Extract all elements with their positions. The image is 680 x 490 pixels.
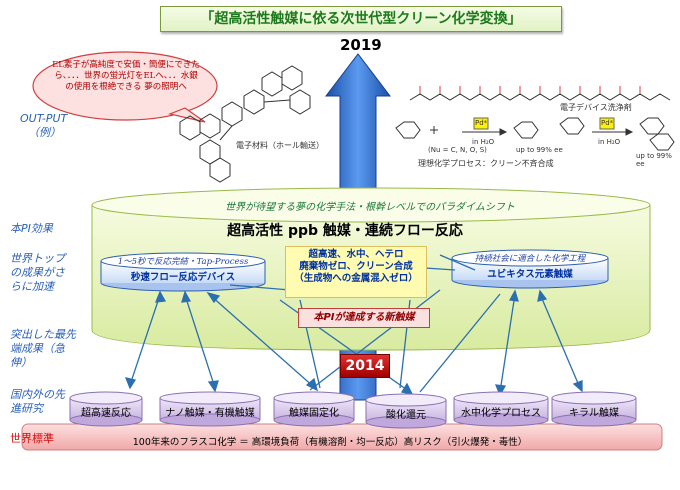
right-box-shape	[451, 249, 609, 289]
main-heading: 超高活性 ppb 触媒・連続フロー反応	[227, 223, 463, 239]
pill-top-text: 世界が待望する夢の化学手法・根幹レベルでのパラダイムシフト	[225, 202, 515, 213]
left-box-line1: 1〜5秒で反応完結・Tap-Process	[117, 257, 249, 267]
polymer-chain	[409, 86, 671, 101]
label-standard: 世界標準	[10, 432, 54, 445]
disc-label-4: 水中化学プロセス	[461, 408, 541, 419]
reaction-scheme-2	[559, 117, 675, 151]
year-2014-badge: 2014	[340, 354, 390, 378]
label-outstanding: 突出した最先端成果（急伸）	[10, 328, 76, 369]
caption-ee-1: up to 99% ee	[516, 146, 563, 154]
pd-badge-1	[473, 117, 489, 130]
disc-shapes	[69, 391, 637, 429]
center-box-line3: （生成物への金属混入ゼロ）	[294, 273, 418, 284]
right-box-line2: ユビキタス元素触媒	[487, 269, 573, 280]
pd-label-1: Pd*	[475, 119, 488, 127]
caption-electronic-material: 電子材料（ホール輸送）	[236, 141, 324, 150]
title-banner: 「超高活性触媒に依る次世代型クリーン化学変換」	[160, 6, 562, 32]
caption-ideal-process: 理想化学プロセス：クリーン不斉合成	[418, 159, 554, 168]
new-catalyst-label: 本PIが達成する新触媒	[298, 308, 430, 328]
caption-nu: (Nu = C, N, O, S)	[428, 146, 487, 154]
bottom-bar-text: 100年来のフラスコ化学 ＝ 高環境負荷（有機溶剤・均一反応）高リスク（引火爆発…	[132, 437, 528, 448]
year-2019: 2019	[340, 36, 382, 54]
label-output: OUT-PUT	[20, 112, 68, 125]
center-box: 超高速、水中、ヘテロ 廃棄物ゼロ、クリーン合成 （生成物への金属混入ゼロ）	[285, 246, 427, 298]
disc-label-2: 触媒固定化	[289, 408, 339, 419]
pd-badge-2	[599, 117, 615, 130]
disc-label-1: ナノ触媒・有機触媒	[165, 408, 255, 419]
caption-ee-2: up to 99% ee	[636, 152, 672, 168]
reaction-scheme-1	[395, 121, 539, 139]
disc-label-3: 酸化還元	[386, 410, 426, 421]
disc-label-5: キラル触媒	[569, 408, 619, 419]
molecule-hole-transport	[179, 65, 311, 183]
caption-in-h2o-2: in H₂O	[598, 138, 621, 146]
label-domestic: 国内外の先進研究	[10, 388, 65, 415]
right-box-line1: 持続社会に適合した化学工程	[474, 254, 586, 264]
center-box-line2: 廃棄物ゼロ、クリーン合成	[299, 261, 413, 272]
left-box-shape	[100, 252, 266, 292]
label-pi-effect: 本PI効果	[10, 222, 53, 235]
pd-label-2: Pd*	[601, 119, 614, 127]
caption-in-h2o-1: in H₂O	[472, 138, 495, 146]
bubble-text: EL素子が高純度で安価・簡便にできたら、．．．世界の蛍光灯をELへ、．．水銀の使…	[52, 60, 200, 92]
connector-arrows	[124, 254, 583, 397]
left-box-line2: 秒速フロー反応デバイス	[130, 272, 236, 283]
caption-device-cleaner: 電子デバイス洗浄剤	[560, 103, 632, 112]
label-output-example: （例）	[28, 126, 61, 139]
label-world-top: 世界トップの成果がさらに加速	[10, 252, 65, 293]
disc-label-0: 超高速反応	[81, 408, 131, 419]
center-box-line1: 超高速、水中、ヘテロ	[308, 249, 404, 260]
